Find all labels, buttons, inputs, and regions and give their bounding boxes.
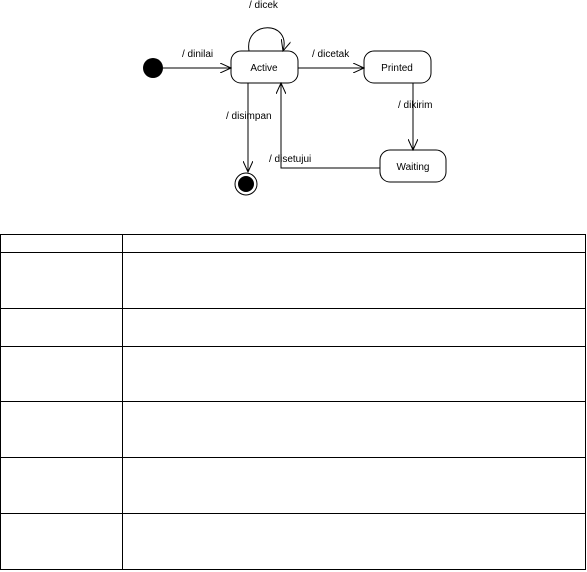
table-cell — [0, 401, 123, 458]
state-diagram: Active Printed Waiting / dicek / dinilai… — [143, 0, 447, 196]
label-self-loop: / dicek — [249, 0, 279, 11]
table-cell — [122, 457, 586, 514]
table-cell — [0, 308, 123, 347]
description-table — [0, 234, 586, 570]
table-cell — [0, 346, 123, 402]
state-active: Active — [230, 50, 299, 84]
initial-state — [143, 58, 163, 78]
final-state — [234, 172, 258, 196]
table-row — [0, 401, 586, 458]
table-row — [0, 457, 586, 514]
table-row — [0, 513, 586, 570]
table-cell — [122, 401, 586, 458]
table-cell — [0, 513, 123, 570]
table-row — [0, 346, 586, 402]
table-header-cell — [0, 234, 123, 253]
table-cell — [122, 513, 586, 570]
table-row — [0, 252, 586, 309]
label-active-final: / disimpan — [226, 111, 272, 122]
label-initial-active: / dinilai — [182, 49, 213, 60]
table-cell — [122, 346, 586, 402]
state-waiting-label: Waiting — [397, 162, 430, 173]
label-waiting-active: / disetujui — [269, 154, 311, 165]
table-header-cell — [122, 234, 586, 253]
label-printed-waiting: / dikirim — [398, 100, 432, 111]
table-cell — [0, 252, 123, 309]
table-cell — [122, 308, 586, 347]
table-cell — [122, 252, 586, 309]
table-header-row — [0, 234, 586, 253]
state-printed-label: Printed — [381, 63, 413, 74]
transition-self-loop — [248, 27, 284, 51]
state-printed: Printed — [363, 50, 432, 84]
transition-waiting-active — [281, 83, 380, 169]
state-active-label: Active — [250, 63, 278, 74]
table-cell — [0, 457, 123, 514]
table-row — [0, 308, 586, 347]
label-active-printed: / dicetak — [312, 49, 350, 60]
state-waiting: Waiting — [379, 149, 447, 183]
